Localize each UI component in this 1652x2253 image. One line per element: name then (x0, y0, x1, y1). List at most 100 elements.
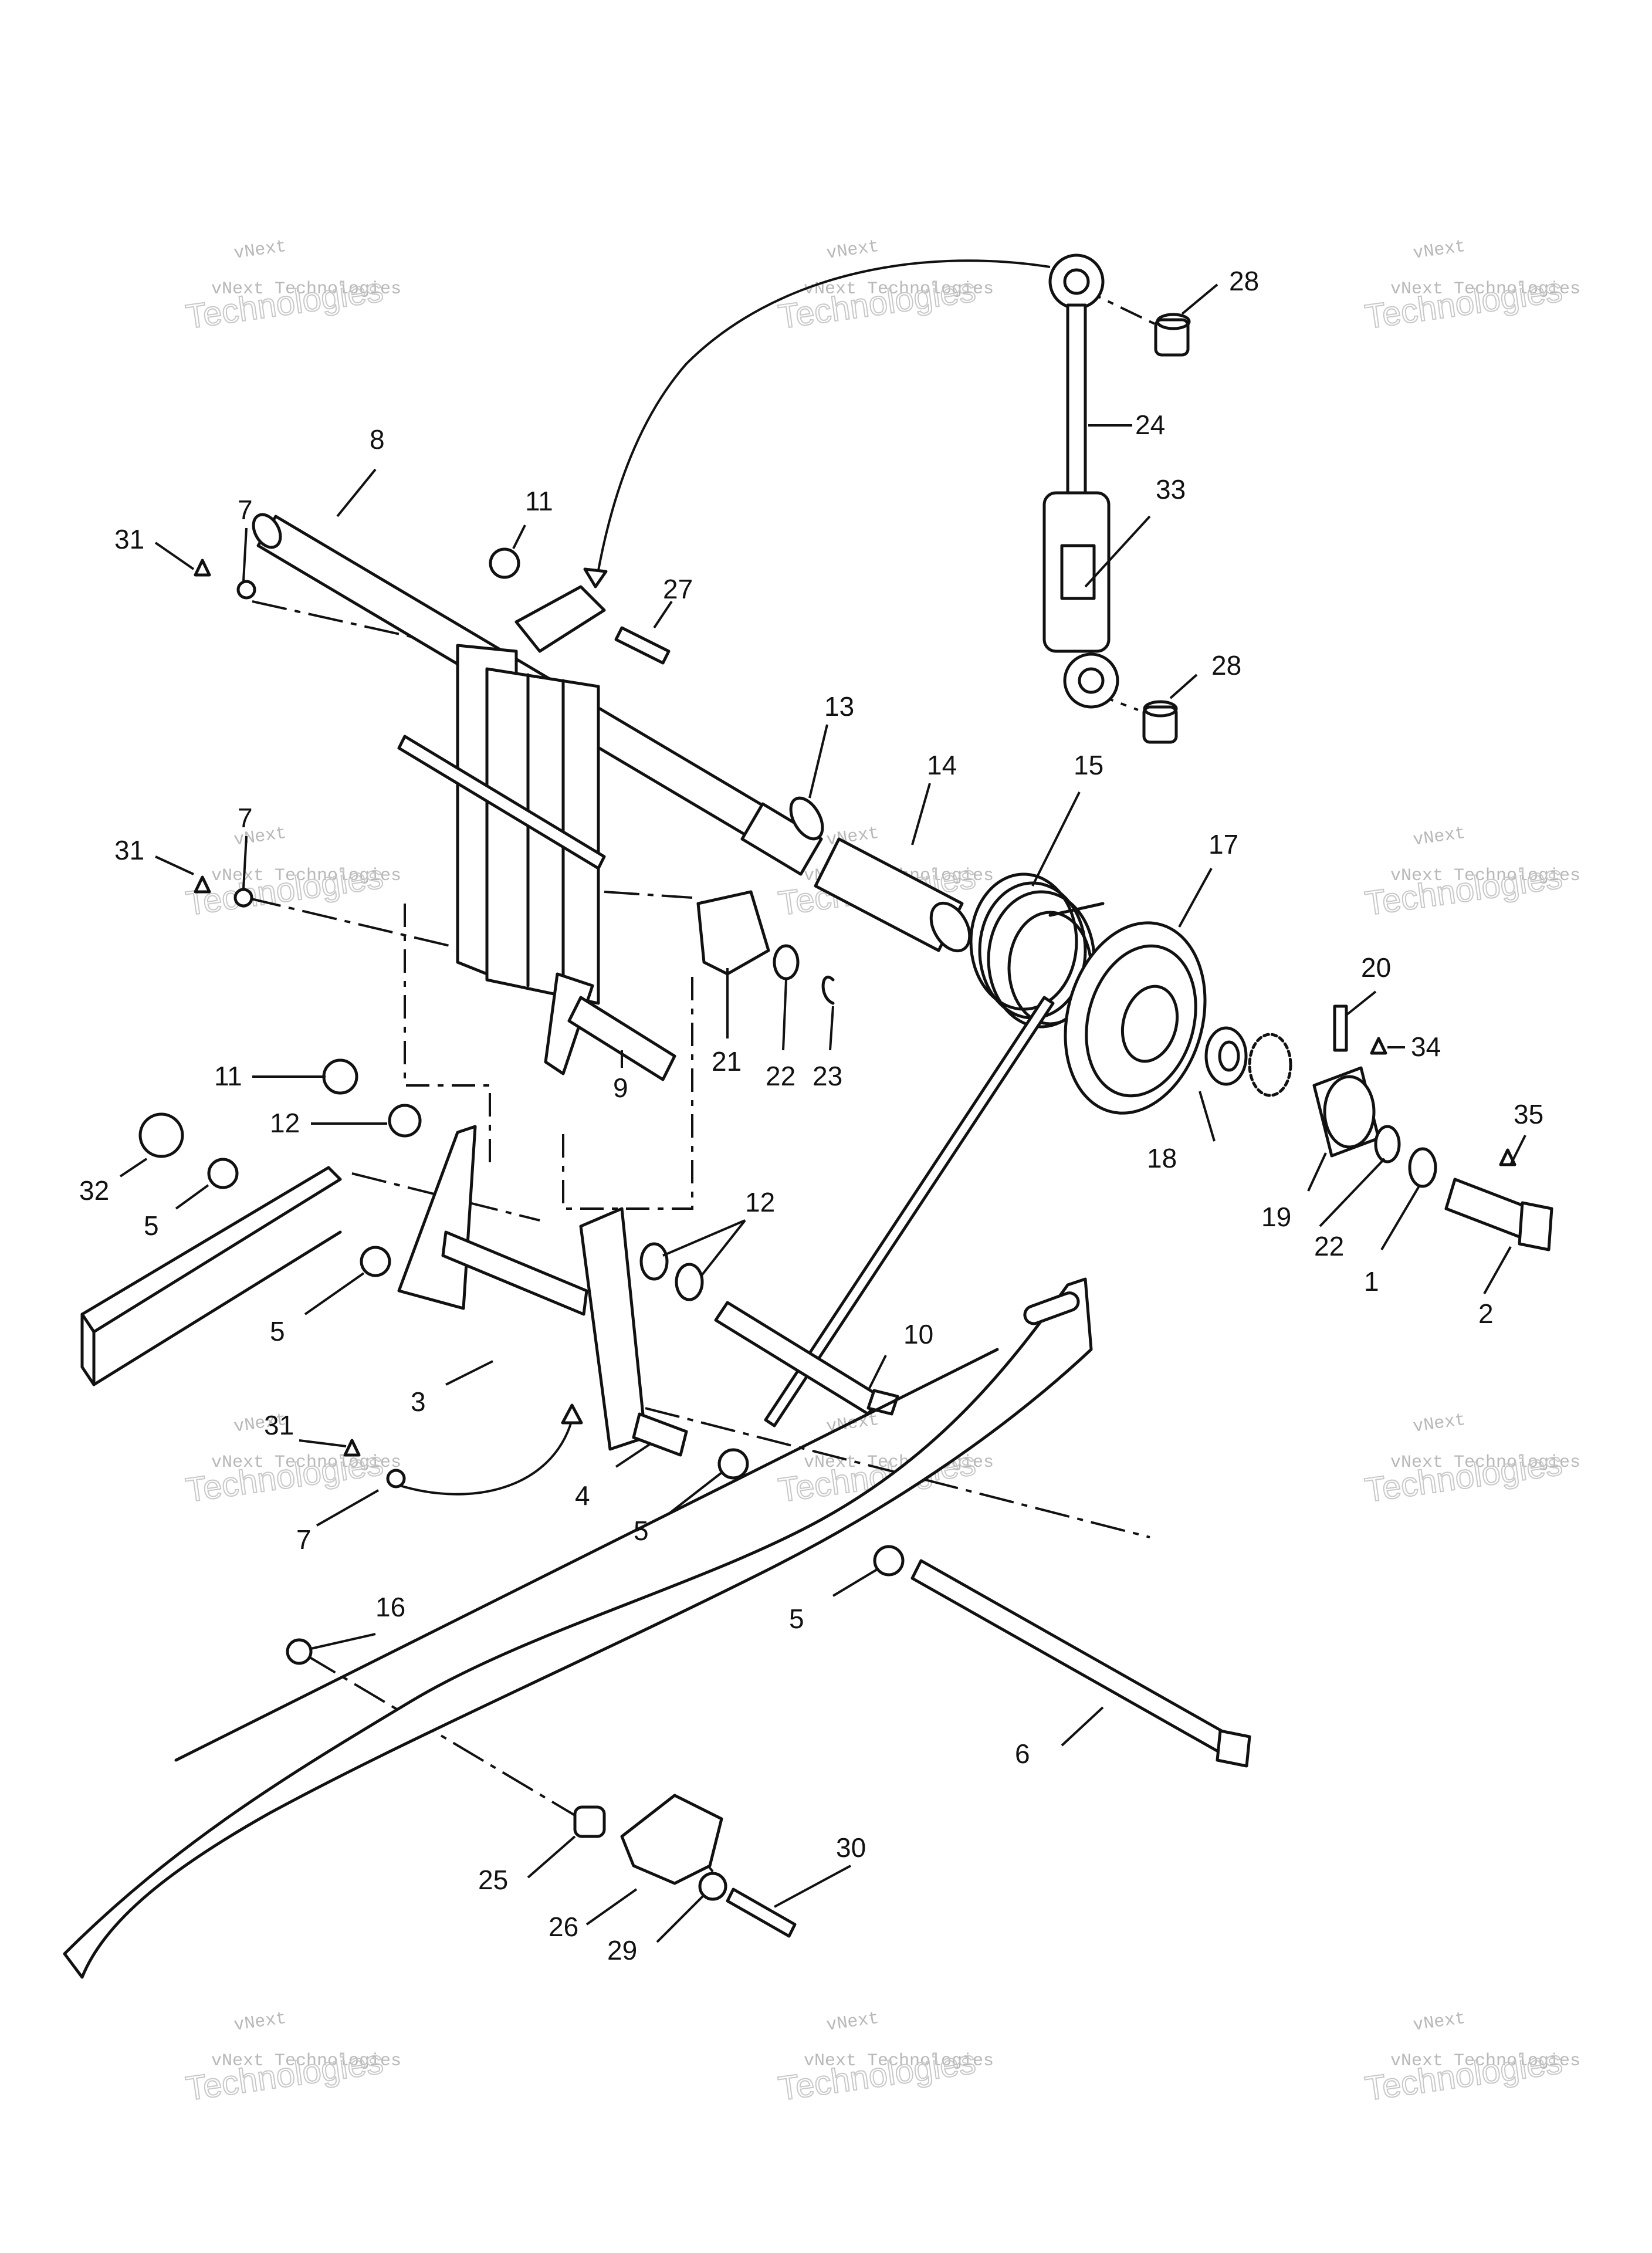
part-7-grease-fitting-upper (236, 580, 256, 600)
watermark: vNext vNext Technologies Technologies (776, 237, 994, 337)
watermark: vNext vNext Technologies Technologies (183, 2009, 401, 2109)
lever-pin (567, 996, 676, 1081)
leader-32 (119, 1158, 148, 1178)
spacer-end (1156, 313, 1191, 330)
arrowhead (583, 567, 608, 588)
leader-7c (316, 1489, 379, 1527)
part-2-bolt (1444, 1178, 1553, 1251)
callout-10: 10 (903, 1319, 933, 1349)
shock-mount-arrow-path (594, 259, 1051, 587)
part-5-washer (207, 1158, 239, 1189)
leader-4 (615, 1442, 652, 1468)
spring-arm (1048, 902, 1105, 917)
shock-lower-eye-hole (1078, 667, 1105, 694)
callout-22b: 22 (1314, 1231, 1344, 1261)
arm-right-plate (579, 1207, 647, 1451)
part-32-nut (138, 1112, 184, 1158)
part-19-collar (1312, 1066, 1380, 1158)
leader-22b (1319, 1158, 1386, 1227)
callout-6: 6 (1015, 1738, 1030, 1769)
callout-29: 29 (607, 1935, 637, 1966)
fitting-body (233, 888, 253, 908)
leader-30 (774, 1865, 851, 1908)
leader-6 (1061, 1706, 1104, 1747)
part-27-bolt (614, 626, 671, 665)
rail-frame-edge (174, 1348, 999, 1762)
part-11-nut-lower (322, 1058, 358, 1095)
bolt-shank (1444, 1178, 1533, 1240)
part-5-washer (873, 1545, 905, 1577)
part-6-long-bolt (910, 1559, 1251, 1768)
part-28-spacer-lower (1142, 700, 1178, 744)
leader-7a (242, 527, 248, 581)
rail-frame-body (63, 1277, 1093, 1979)
callout-32: 32 (79, 1175, 109, 1206)
part-10-bolt (714, 1301, 899, 1416)
leader-23 (829, 1006, 834, 1051)
watermark-line: vNext Technologies (804, 2051, 994, 2071)
watermark-top: vNext (1412, 237, 1467, 264)
callout-5c: 5 (634, 1515, 649, 1546)
watermark: vNext vNext Technologies Technologies (1362, 237, 1580, 337)
part-13-bushing (789, 796, 824, 841)
callout-20: 20 (1361, 952, 1391, 983)
shock-upper-eye (1048, 253, 1105, 310)
centerline (562, 977, 693, 1210)
leader-5b (304, 1272, 365, 1315)
leader-31a (154, 542, 195, 570)
leader-5a (175, 1184, 209, 1210)
bolt-head (1518, 1201, 1553, 1251)
bolt-head (866, 1389, 899, 1416)
bushing-body (573, 1805, 606, 1838)
leader-26 (585, 1888, 638, 1926)
watermark-top: vNext (825, 237, 881, 264)
watermark-line: vNext Technologies (1390, 279, 1580, 299)
part-17-idler-wheel (1064, 921, 1207, 1115)
callout-33: 33 (1156, 474, 1186, 505)
collar-face (1323, 1075, 1376, 1149)
callout-15: 15 (1074, 750, 1103, 780)
leader-16 (310, 1633, 376, 1650)
slide-plate-assembly (456, 644, 600, 1005)
leader-2 (1483, 1246, 1512, 1294)
part-3-front-arm (397, 1125, 688, 1457)
callout-9: 9 (613, 1073, 628, 1103)
watermark-line: vNext Technologies (211, 1453, 401, 1473)
leader-10 (867, 1355, 887, 1391)
part-4-pivot-tube (632, 1412, 688, 1457)
callout-18: 18 (1147, 1143, 1177, 1173)
part-16-nut (286, 1638, 313, 1665)
leader-13 (808, 724, 828, 799)
leader-5d (832, 1568, 878, 1597)
leader-lines (119, 283, 1526, 1943)
bearing-outer (1204, 1026, 1248, 1086)
leader-12b-2 (700, 1219, 746, 1277)
part-5-washer (360, 1246, 391, 1277)
leader-5c (668, 1471, 723, 1515)
rail-slot (1023, 1291, 1080, 1325)
cross-rod (397, 735, 606, 870)
leader-1 (1380, 1184, 1421, 1251)
part-23-e-clip (821, 975, 835, 1005)
part-11-nut-upper (489, 547, 520, 579)
part-12-washer (388, 1104, 422, 1138)
leader-8 (336, 468, 377, 517)
callout-3: 3 (411, 1386, 426, 1417)
watermark-top: vNext (1412, 1410, 1467, 1437)
part-25-bushing (573, 1805, 606, 1838)
leader-12b-1 (662, 1219, 746, 1257)
wheel-outer (1064, 921, 1207, 1115)
part-31-cap-upper (194, 559, 211, 577)
watermark-line: vNext Technologies (1390, 866, 1580, 886)
sleeve-body (814, 837, 964, 952)
bolt-shank (714, 1301, 882, 1416)
centerline (604, 891, 693, 899)
callout-28a: 28 (1229, 266, 1259, 296)
bearing-inner (1218, 1040, 1240, 1072)
leader-15 (1031, 791, 1081, 887)
wheel-hub (1120, 985, 1179, 1063)
callout-19: 19 (1261, 1202, 1291, 1232)
watermark: vNext vNext Technologies Technologies (776, 2009, 994, 2109)
rail-bottom-edge (92, 1230, 342, 1386)
part-12-washer (675, 1263, 704, 1301)
